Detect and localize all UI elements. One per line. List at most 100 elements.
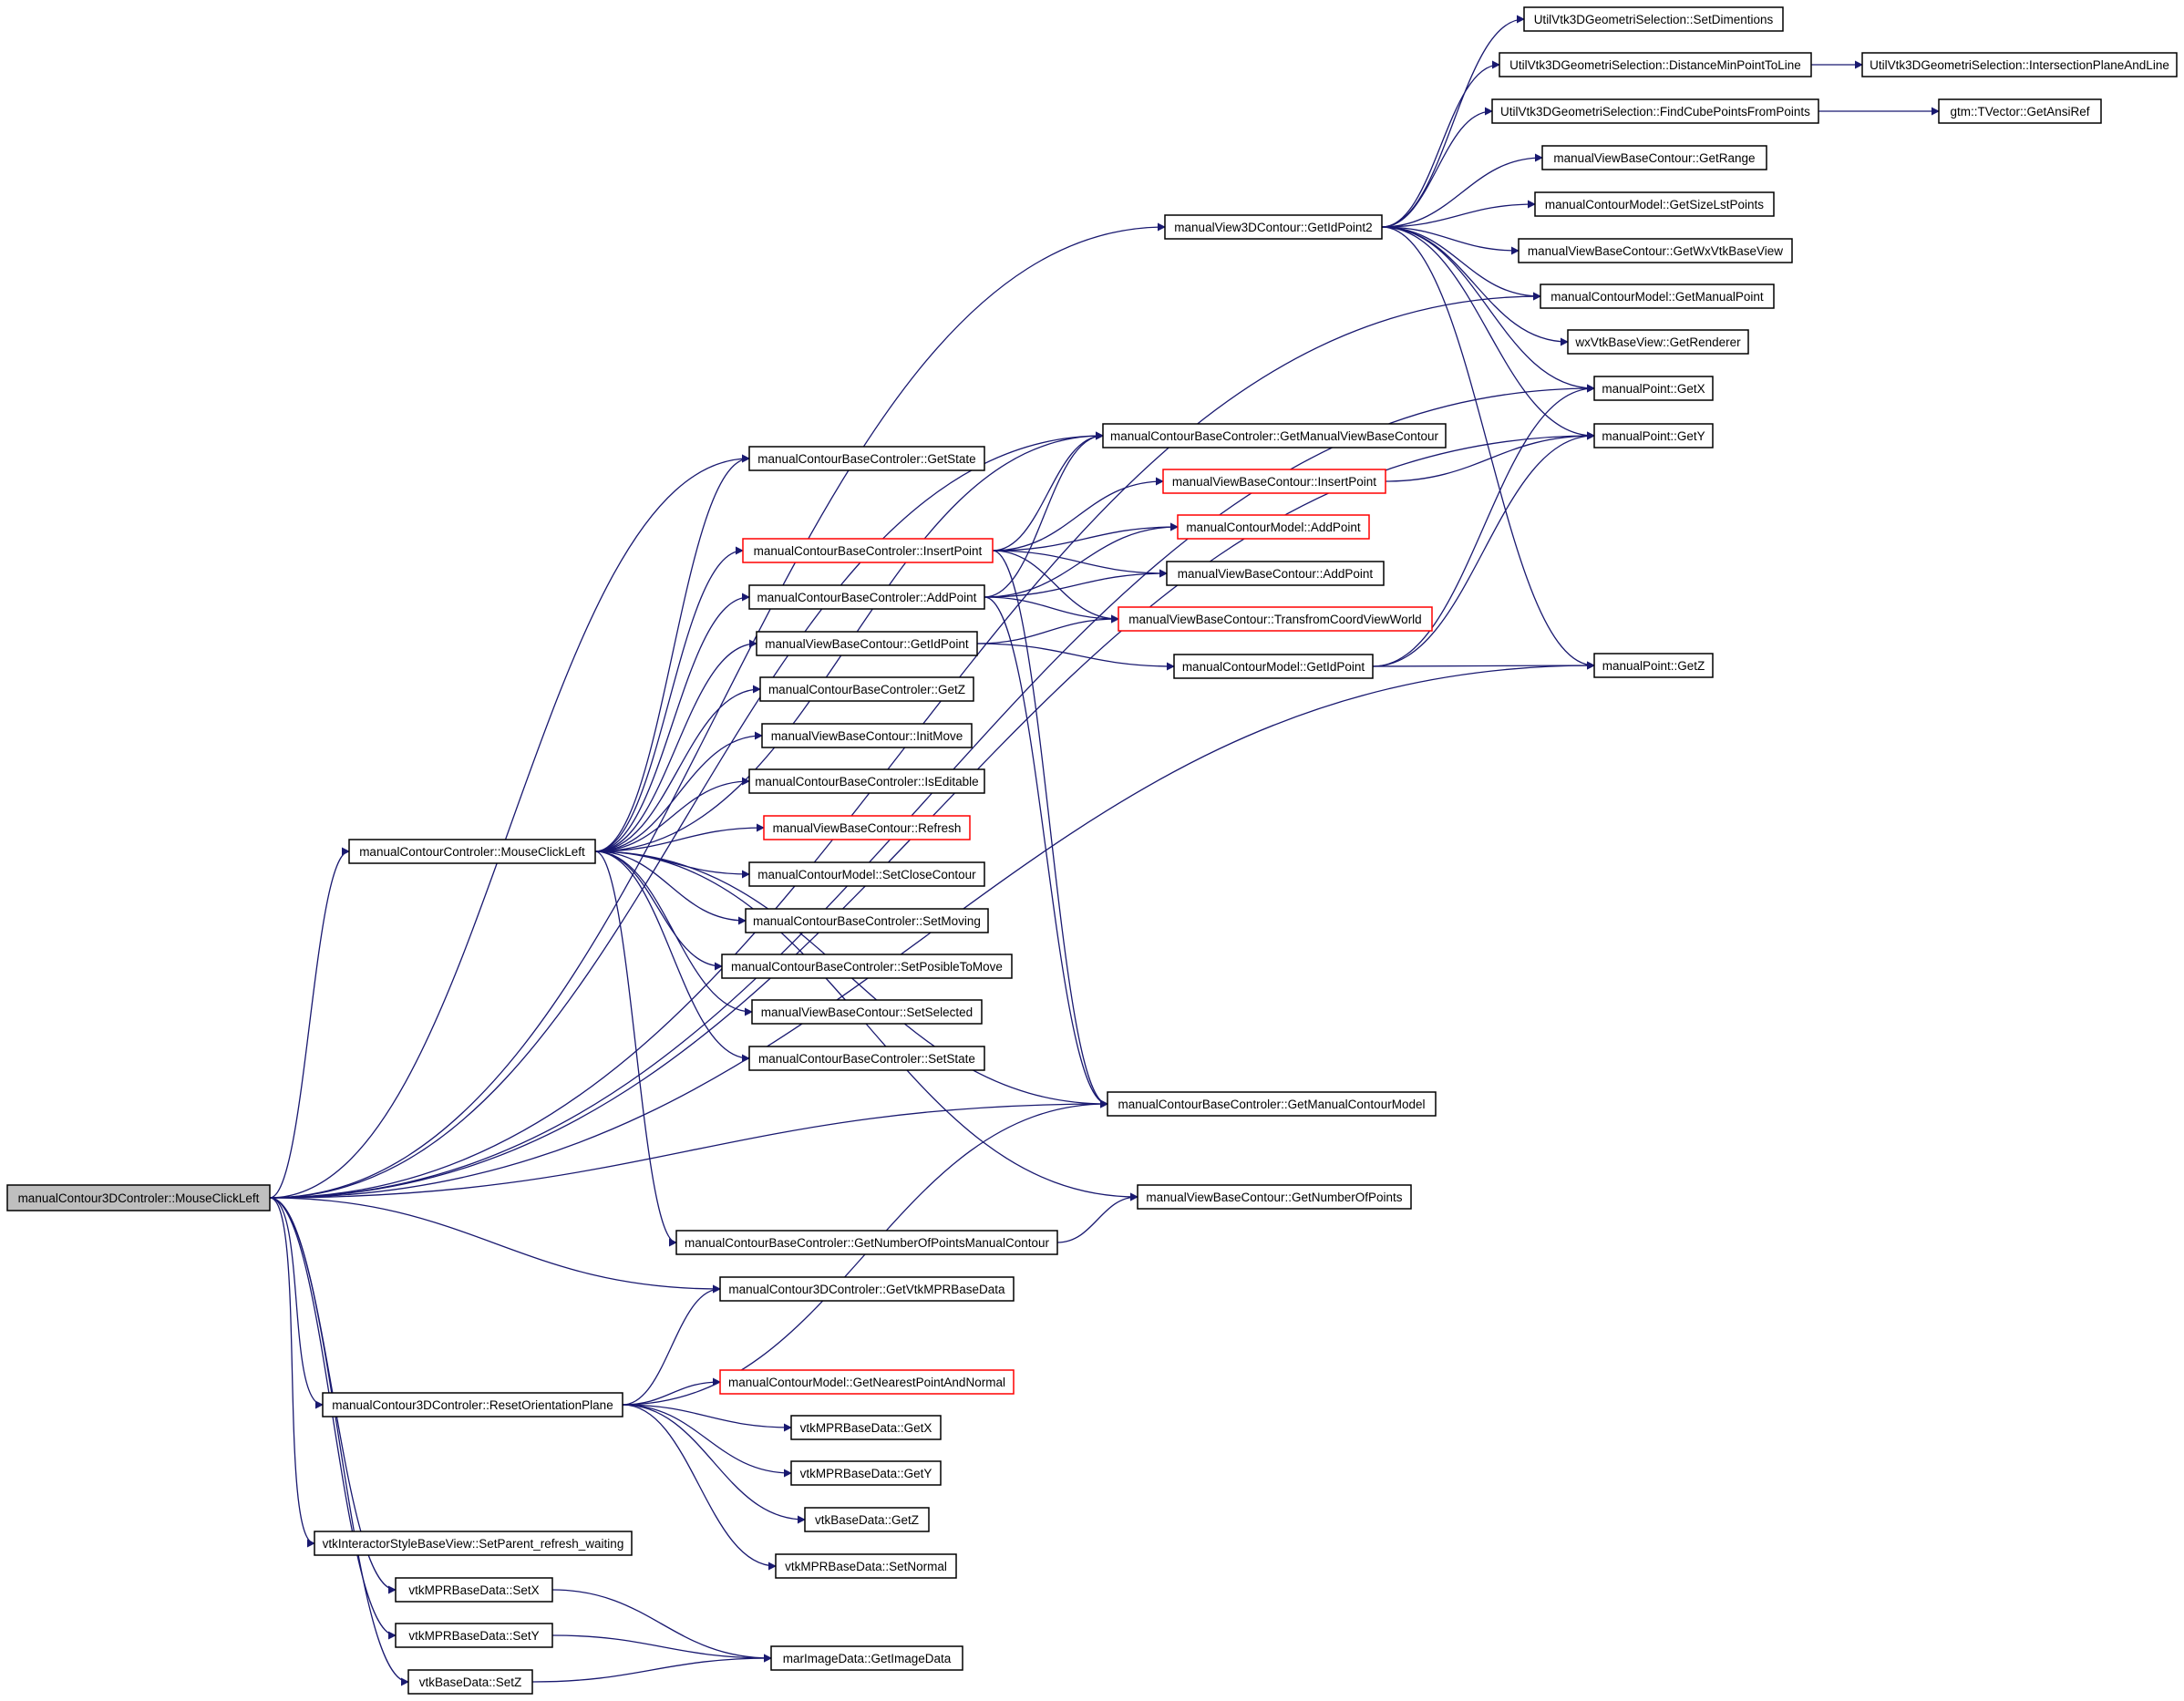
- edge-cbcInsert-to-transform: [992, 550, 1119, 624]
- node-label: UtilVtk3DGeometriSelection::SetDimention…: [1534, 13, 1774, 26]
- node-manual-contour-model-get-size-lst-points[interactable]: manualContourModel::GetSizeLstPoints: [1534, 191, 1775, 217]
- edge-resetOri-to-mprGetX: [622, 1404, 792, 1432]
- node-vtk-base-data-set-z[interactable]: vtkBaseData::SetZ: [407, 1669, 533, 1695]
- edge-getIdPoint2-to-getManualPoint: [1381, 226, 1541, 301]
- node-box: [742, 538, 994, 563]
- edge-vbcGetId-to-cmGetId: [976, 643, 1175, 671]
- edge-numPointsMC-to-numPoints: [1056, 1192, 1138, 1243]
- node-manual-contour-base-controler-get-z[interactable]: manualContourBaseControler::GetZ: [759, 676, 974, 702]
- node-vtk-mprbase-data-get-y[interactable]: vtkMPRBaseData::GetY: [790, 1460, 942, 1486]
- node-manual-contour-model-get-manual-point[interactable]: manualContourModel::GetManualPoint: [1540, 284, 1775, 309]
- node-manual-view-base-contour-insert-point[interactable]: manualViewBaseContour::InsertPoint: [1162, 469, 1386, 494]
- node-box: [395, 1577, 553, 1603]
- node-box: [1491, 98, 1819, 124]
- node-manual-contour-base-controler-set-posible-to-move[interactable]: manualContourBaseControler::SetPosibleTo…: [721, 954, 1013, 979]
- node-manual-contour3dcontroler-get-vtk-mprbase-data[interactable]: manualContour3DControler::GetVtkMPRBaseD…: [719, 1276, 1015, 1302]
- node-manual-point-get-y[interactable]: manualPoint::GetY: [1593, 423, 1714, 448]
- node-box: [790, 1460, 942, 1486]
- edge-root-to-getIdPoint2: [269, 222, 1166, 1199]
- node-manual-contour-base-controler-get-manual-contour-model[interactable]: manualContourBaseControler::GetManualCon…: [1107, 1091, 1437, 1117]
- node-manual-contour-base-controler-get-number-of-points-manual-contour[interactable]: manualContourBaseControler::GetNumberOfP…: [675, 1230, 1058, 1255]
- node-manual-view-base-contour-init-move[interactable]: manualViewBaseContour::InitMove: [761, 723, 973, 748]
- node-util-vtk3dgeometri-selection-intersection-plane-and-line[interactable]: UtilVtk3DGeometriSelection::Intersection…: [1861, 52, 2178, 77]
- edge-resetOri-to-setNormal: [622, 1404, 777, 1571]
- node-box: [1518, 238, 1793, 263]
- node-label: vtkBaseData::SetZ: [419, 1675, 522, 1689]
- node-manual-contour-base-controler-set-state[interactable]: manualContourBaseControler::SetState: [748, 1046, 985, 1071]
- node-box: [748, 861, 985, 887]
- node-label: manualViewBaseContour::AddPoint: [1178, 567, 1374, 581]
- node-box: [748, 768, 985, 794]
- node-manual-view-base-contour-get-wx-vtk-base-view[interactable]: manualViewBaseContour::GetWxVtkBaseView: [1518, 238, 1793, 263]
- node-manual-contour-base-controler-get-manual-view-base-contour[interactable]: manualContourBaseControler::GetManualVie…: [1102, 423, 1447, 448]
- node-wx-vtk-base-view-get-renderer[interactable]: wxVtkBaseView::GetRenderer: [1567, 329, 1749, 355]
- node-manual-view-base-contour-get-id-point[interactable]: manualViewBaseContour::GetIdPoint: [756, 631, 978, 656]
- node-manual-contour-model-add-point[interactable]: manualContourModel::AddPoint: [1177, 514, 1370, 540]
- node-manual-point-get-x[interactable]: manualPoint::GetX: [1593, 376, 1714, 401]
- edge-mprSetX-to-imageData: [551, 1589, 772, 1663]
- edge-getIdPoint2-to-findCube: [1381, 107, 1493, 228]
- node-label: manualContourBaseControler::AddPoint: [757, 591, 977, 604]
- node-manual-view-base-contour-transfrom-coord-view-world[interactable]: manualViewBaseContour::TransfromCoordVie…: [1118, 606, 1433, 632]
- node-label: manualView3DContour::GetIdPoint2: [1174, 221, 1372, 234]
- node-label: manualContourBaseControler::SetMoving: [753, 914, 981, 928]
- node-box: [1861, 52, 2178, 77]
- node-manual-contour-base-controler-set-moving[interactable]: manualContourBaseControler::SetMoving: [745, 908, 989, 933]
- node-manual-view-base-contour-refresh[interactable]: manualViewBaseContour::Refresh: [763, 815, 971, 840]
- node-label: wxVtkBaseView::GetRenderer: [1574, 335, 1741, 349]
- node-manual-view-base-contour-set-selected[interactable]: manualViewBaseContour::SetSelected: [751, 999, 983, 1025]
- node-label: manualViewBaseContour::SetSelected: [761, 1005, 973, 1019]
- node-manual-contour-model-get-nearest-point-and-normal[interactable]: manualContourModel::GetNearestPointAndNo…: [719, 1369, 1015, 1395]
- node-vtk-base-data-get-z[interactable]: vtkBaseData::GetZ: [804, 1507, 930, 1532]
- node-manual-contour-model-get-id-point[interactable]: manualContourModel::GetIdPoint: [1173, 654, 1374, 679]
- node-label: manualContourBaseControler::GetManualCon…: [1118, 1098, 1426, 1111]
- node-util-vtk3dgeometri-selection-find-cube-points-from-points[interactable]: UtilVtk3DGeometriSelection::FindCubePoin…: [1491, 98, 1819, 124]
- node-util-vtk3dgeometri-selection-distance-min-point-to-line[interactable]: UtilVtk3DGeometriSelection::DistanceMinP…: [1499, 52, 1812, 77]
- node-manual-view-base-contour-add-point[interactable]: manualViewBaseContour::AddPoint: [1166, 561, 1385, 586]
- node-label: manualContourBaseControler::GetNumberOfP…: [685, 1236, 1049, 1250]
- node-manual-view-base-contour-get-range[interactable]: manualViewBaseContour::GetRange: [1541, 145, 1767, 170]
- node-vtk-interactor-style-base-view-set-parent-refresh-waiting[interactable]: vtkInteractorStyleBaseView::SetParent_re…: [314, 1531, 633, 1556]
- node-manual-contour-model-set-close-contour[interactable]: manualContourModel::SetCloseContour: [748, 861, 985, 887]
- node-manual-view-base-contour-get-number-of-points[interactable]: manualViewBaseContour::GetNumberOfPoints: [1137, 1184, 1412, 1210]
- edge-root-to-bdSetZ: [269, 1197, 409, 1686]
- edge-getIdPoint2-to-mpGetX: [1381, 226, 1595, 393]
- edge-getIdPoint2-to-mpGetZ: [1381, 226, 1595, 670]
- node-box: [748, 584, 985, 610]
- node-label: manualContourModel::GetNearestPointAndNo…: [728, 1376, 1005, 1389]
- node-box: [407, 1669, 533, 1695]
- node-label: manualContourModel::AddPoint: [1186, 521, 1361, 534]
- node-label: manualViewBaseContour::TransfromCoordVie…: [1128, 613, 1421, 626]
- edge-ccMouse-to-setState: [594, 850, 750, 1063]
- edge-root-to-getManualVBC: [269, 431, 1104, 1199]
- node-label: vtkBaseData::GetZ: [815, 1513, 919, 1527]
- node-vtk-mprbase-data-set-x[interactable]: vtkMPRBaseData::SetX: [395, 1577, 553, 1603]
- node-manual-contour-controler-mouse-click-left[interactable]: manualContourControler::MouseClickLeft: [348, 839, 596, 864]
- edge-cbcInsert-to-getMCM: [992, 550, 1108, 1108]
- node-util-vtk3dgeometri-selection-set-dimentions[interactable]: UtilVtk3DGeometriSelection::SetDimention…: [1523, 6, 1784, 32]
- node-mar-image-data-get-image-data[interactable]: marImageData::GetImageData: [770, 1645, 963, 1671]
- node-manual-contour-base-controler-insert-point[interactable]: manualContourBaseControler::InsertPoint: [742, 538, 994, 563]
- edge-root-to-getState: [269, 454, 750, 1199]
- node-vtk-mprbase-data-get-x[interactable]: vtkMPRBaseData::GetX: [790, 1415, 942, 1440]
- node-manual-contour-base-controler-is-editable[interactable]: manualContourBaseControler::IsEditable: [748, 768, 985, 794]
- node-manual-point-get-z[interactable]: manualPoint::GetZ: [1593, 653, 1714, 678]
- node-label: vtkMPRBaseData::SetX: [408, 1583, 539, 1597]
- node-manual-contour-base-controler-add-point[interactable]: manualContourBaseControler::AddPoint: [748, 584, 985, 610]
- node-vtk-mprbase-data-set-y[interactable]: vtkMPRBaseData::SetY: [395, 1623, 553, 1648]
- edge-ccMouse-to-vbcGetId: [594, 639, 757, 852]
- node-manual-contour3dcontroler-mouse-click-left[interactable]: manualContour3DControler::MouseClickLeft: [6, 1184, 271, 1211]
- edge-ccMouse-to-cbcInsert: [594, 546, 744, 852]
- node-manual-contour3dcontroler-reset-orientation-plane[interactable]: manualContour3DControler::ResetOrientati…: [322, 1392, 623, 1418]
- node-box: [1162, 469, 1386, 494]
- node-box: [1166, 561, 1385, 586]
- node-box: [675, 1230, 1058, 1255]
- node-manual-view3dcontour-get-id-point2[interactable]: manualView3DContour::GetIdPoint2: [1164, 214, 1383, 240]
- node-gtm-tvector-get-ansi-ref[interactable]: gtm::TVector::GetAnsiRef: [1938, 98, 2102, 124]
- node-box: [6, 1184, 271, 1211]
- node-label: manualViewBaseContour::GetWxVtkBaseView: [1528, 244, 1783, 258]
- node-manual-contour-base-controler-get-state[interactable]: manualContourBaseControler::GetState: [748, 446, 985, 471]
- node-label: manualContourModel::GetSizeLstPoints: [1545, 198, 1764, 211]
- node-label: manualContourModel::GetManualPoint: [1550, 290, 1764, 304]
- node-vtk-mprbase-data-set-normal[interactable]: vtkMPRBaseData::SetNormal: [775, 1553, 957, 1579]
